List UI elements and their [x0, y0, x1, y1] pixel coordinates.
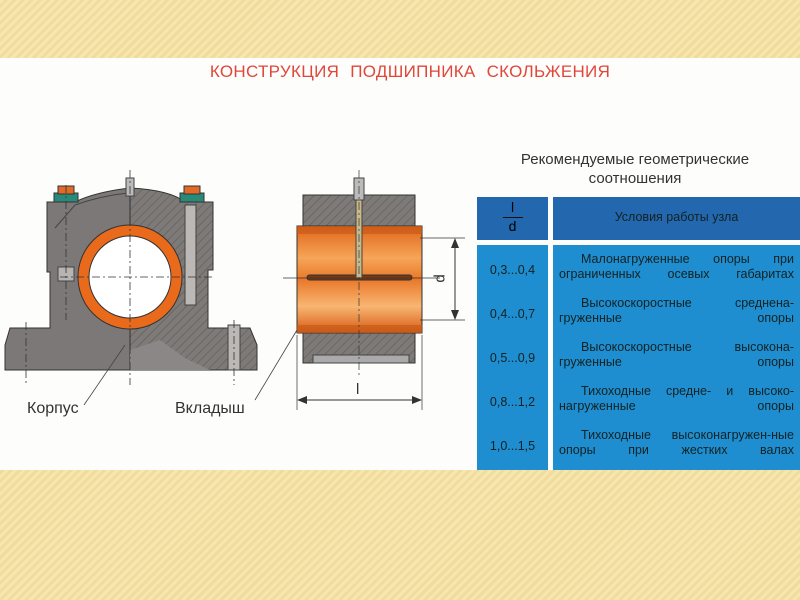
- table-title: Рекомендуемые геометрические соотношения: [470, 150, 800, 188]
- ratio-denominator: d: [508, 218, 517, 234]
- table-title-line1: Рекомендуемые геометрические: [520, 151, 750, 168]
- slide-title: КОНСТРУКЦИЯ ПОДШИПНИКА СКОЛЬЖЕНИЯ: [209, 62, 611, 81]
- dimension-l: l: [356, 381, 360, 398]
- conditions-cell: Высокоскоростные среднена-груженные опор…: [559, 296, 794, 325]
- conditions-cell: Высокоскоростные высокона-груженные опор…: [559, 340, 794, 369]
- ratio-cell: 0,3...0,4: [489, 263, 536, 277]
- ratio-cell: 0,5...0,9: [489, 351, 536, 365]
- ratio-cell: 1,0...1,5: [489, 439, 536, 453]
- fraction-bar: [503, 217, 523, 218]
- conditions-cell: Малонагруженные опоры при ограниченных о…: [559, 252, 794, 281]
- ratio-cell: 0,8...1,2: [489, 395, 536, 409]
- label-housing: Корпус: [27, 400, 79, 417]
- housing-front-view: [4, 170, 258, 406]
- conditions-cell: Тихоходные высоконагружен-ные опоры при …: [559, 428, 794, 457]
- dimension-d: d: [431, 274, 449, 283]
- header-ratio: l d: [477, 197, 548, 240]
- bearing-side-view: [254, 170, 465, 410]
- ratio-cell: 0,4...0,7: [489, 307, 536, 321]
- conditions-cell: Тихоходные средне- и высоко-нагруженные …: [559, 384, 794, 413]
- table-title-line2: соотношения: [588, 170, 682, 187]
- ratio-numerator: l: [510, 199, 515, 215]
- header-conditions: Условия работы узла: [553, 197, 800, 240]
- label-liner: Вкладыш: [175, 400, 245, 417]
- conditions-column: Малонагруженные опоры при ограниченных о…: [553, 245, 800, 470]
- ratio-column: 0,3...0,4 0,4...0,7 0,5...0,9 0,8...1,2 …: [477, 245, 548, 470]
